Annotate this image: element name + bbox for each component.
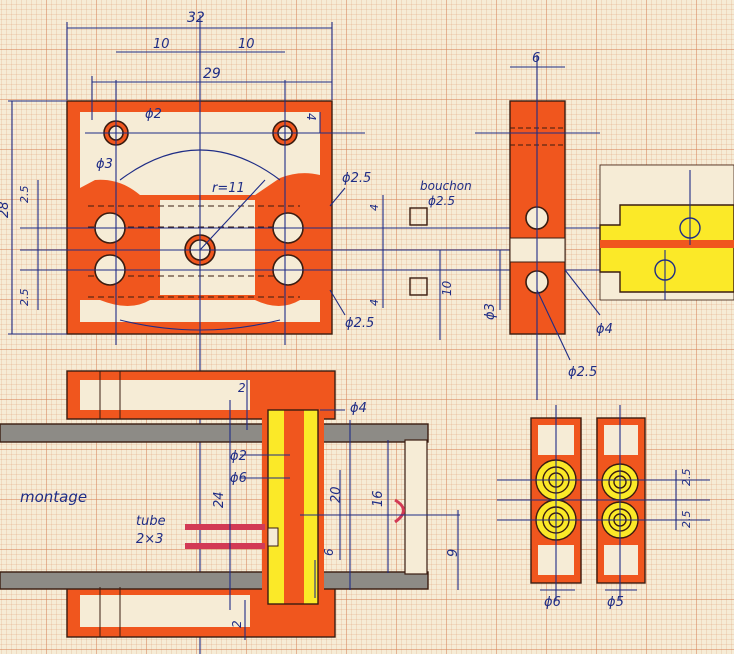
label-bouchon-phi: ϕ2.5 [428, 194, 455, 208]
dim-29: 29 [203, 66, 221, 82]
dim-10-right: 10 [238, 37, 255, 52]
dim-2-top: 2 [238, 381, 246, 395]
label-phi6-section: ϕ6 [544, 595, 561, 610]
label-phi3-right: ϕ3 [483, 303, 498, 320]
dim-6: 6 [532, 51, 540, 66]
bouchon-square-lower [409, 277, 428, 296]
dim-25-upper: 2.5 [18, 186, 31, 204]
bouchon-square-upper [409, 207, 428, 226]
section-view-phi5 [596, 417, 646, 584]
tube-lower [0, 572, 428, 589]
label-phi5-section: ϕ5 [607, 595, 624, 610]
side-yellow-part [599, 164, 734, 301]
label-phi25-right: ϕ2.5 [568, 365, 597, 380]
dim-25-section-lower: 2.5 [680, 511, 693, 529]
label-r11: r=11 [212, 181, 245, 196]
label-phi25-bottom: ϕ2.5 [345, 316, 374, 331]
montage-dims [229, 380, 460, 640]
label-phi3: ϕ3 [96, 157, 113, 172]
label-phi4-right: ϕ4 [596, 322, 613, 337]
dim-25-lower: 2.5 [18, 289, 31, 307]
label-bouchon: bouchon [420, 179, 472, 193]
label-tube: tube [136, 514, 166, 529]
label-phi4-montage: ϕ4 [350, 401, 367, 416]
dim-4-top: 4 [304, 113, 318, 121]
label-tube-size: 2×3 [136, 532, 163, 547]
dim-10-vertical: 10 [440, 280, 454, 296]
top-view-dimension-lines [8, 22, 441, 340]
dim-10-left: 10 [153, 37, 170, 52]
side-view-dims [475, 55, 601, 400]
dim-16: 16 [371, 490, 386, 507]
dim-20: 20 [329, 486, 344, 503]
tube-2x3-lower [185, 543, 265, 549]
section-dims [497, 405, 710, 600]
label-phi25-top: ϕ2.5 [342, 171, 371, 186]
dim-4-a: 4 [368, 204, 381, 211]
tube-2x3-upper [185, 524, 265, 530]
label-montage: montage [20, 488, 87, 506]
dim-9: 9 [446, 549, 461, 557]
montage-assembly [0, 370, 429, 638]
dim-2-bottom: 2 [230, 620, 244, 628]
label-phi6-montage: ϕ6 [230, 471, 247, 486]
dim-25-section-upper: 2.5 [680, 469, 693, 487]
dim-28: 28 [0, 201, 12, 218]
label-phi2-montage: ϕ2 [230, 449, 247, 464]
dim-6-montage: 6 [322, 548, 336, 556]
dim-32: 32 [187, 10, 205, 26]
dim-4-b: 4 [368, 299, 381, 306]
dim-24: 24 [212, 491, 227, 508]
label-phi2: ϕ2 [145, 107, 162, 122]
tube-upper [0, 424, 428, 442]
